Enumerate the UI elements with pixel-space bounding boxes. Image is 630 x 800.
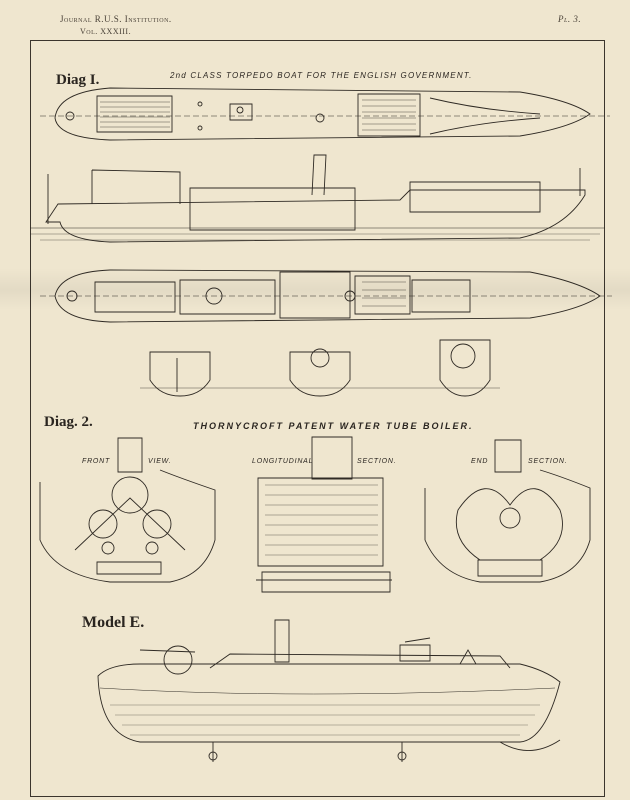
diagram1-label: Diag I. — [56, 72, 100, 88]
end-section-label-2: SECTION. — [528, 458, 568, 465]
diagram1-caption: 2nd CLASS TORPEDO BOAT FOR THE ENGLISH G… — [170, 71, 473, 80]
plate-number: Pl. 3. — [558, 14, 582, 24]
model-label: Model E. — [82, 614, 145, 631]
journal-volume: Vol. XXXIII. — [80, 27, 132, 36]
diagram2-caption: THORNYCROFT PATENT WATER TUBE BOILER. — [193, 421, 474, 431]
end-section-label: END — [471, 458, 489, 465]
end-section-boiler-drawing — [425, 440, 590, 582]
front-view-boiler-drawing — [40, 438, 215, 582]
longitudinal-section-label: LONGITUDINAL — [252, 458, 314, 465]
lower-plan-drawing — [40, 270, 612, 322]
side-elevation-drawing — [30, 155, 605, 242]
front-view-label: FRONT — [82, 458, 111, 465]
deck-plan-drawing — [40, 88, 610, 140]
front-view-label-2: VIEW. — [148, 458, 172, 465]
journal-title: Journal R.U.S. Institution. — [60, 14, 172, 24]
cross-sections-drawing — [140, 340, 500, 396]
longitudinal-section-label-2: SECTION. — [357, 458, 397, 465]
model-e-drawing — [98, 620, 560, 762]
longitudinal-section-boiler-drawing — [256, 437, 392, 592]
diagram2-label: Diag. 2. — [44, 414, 93, 430]
plate-border — [30, 40, 605, 797]
